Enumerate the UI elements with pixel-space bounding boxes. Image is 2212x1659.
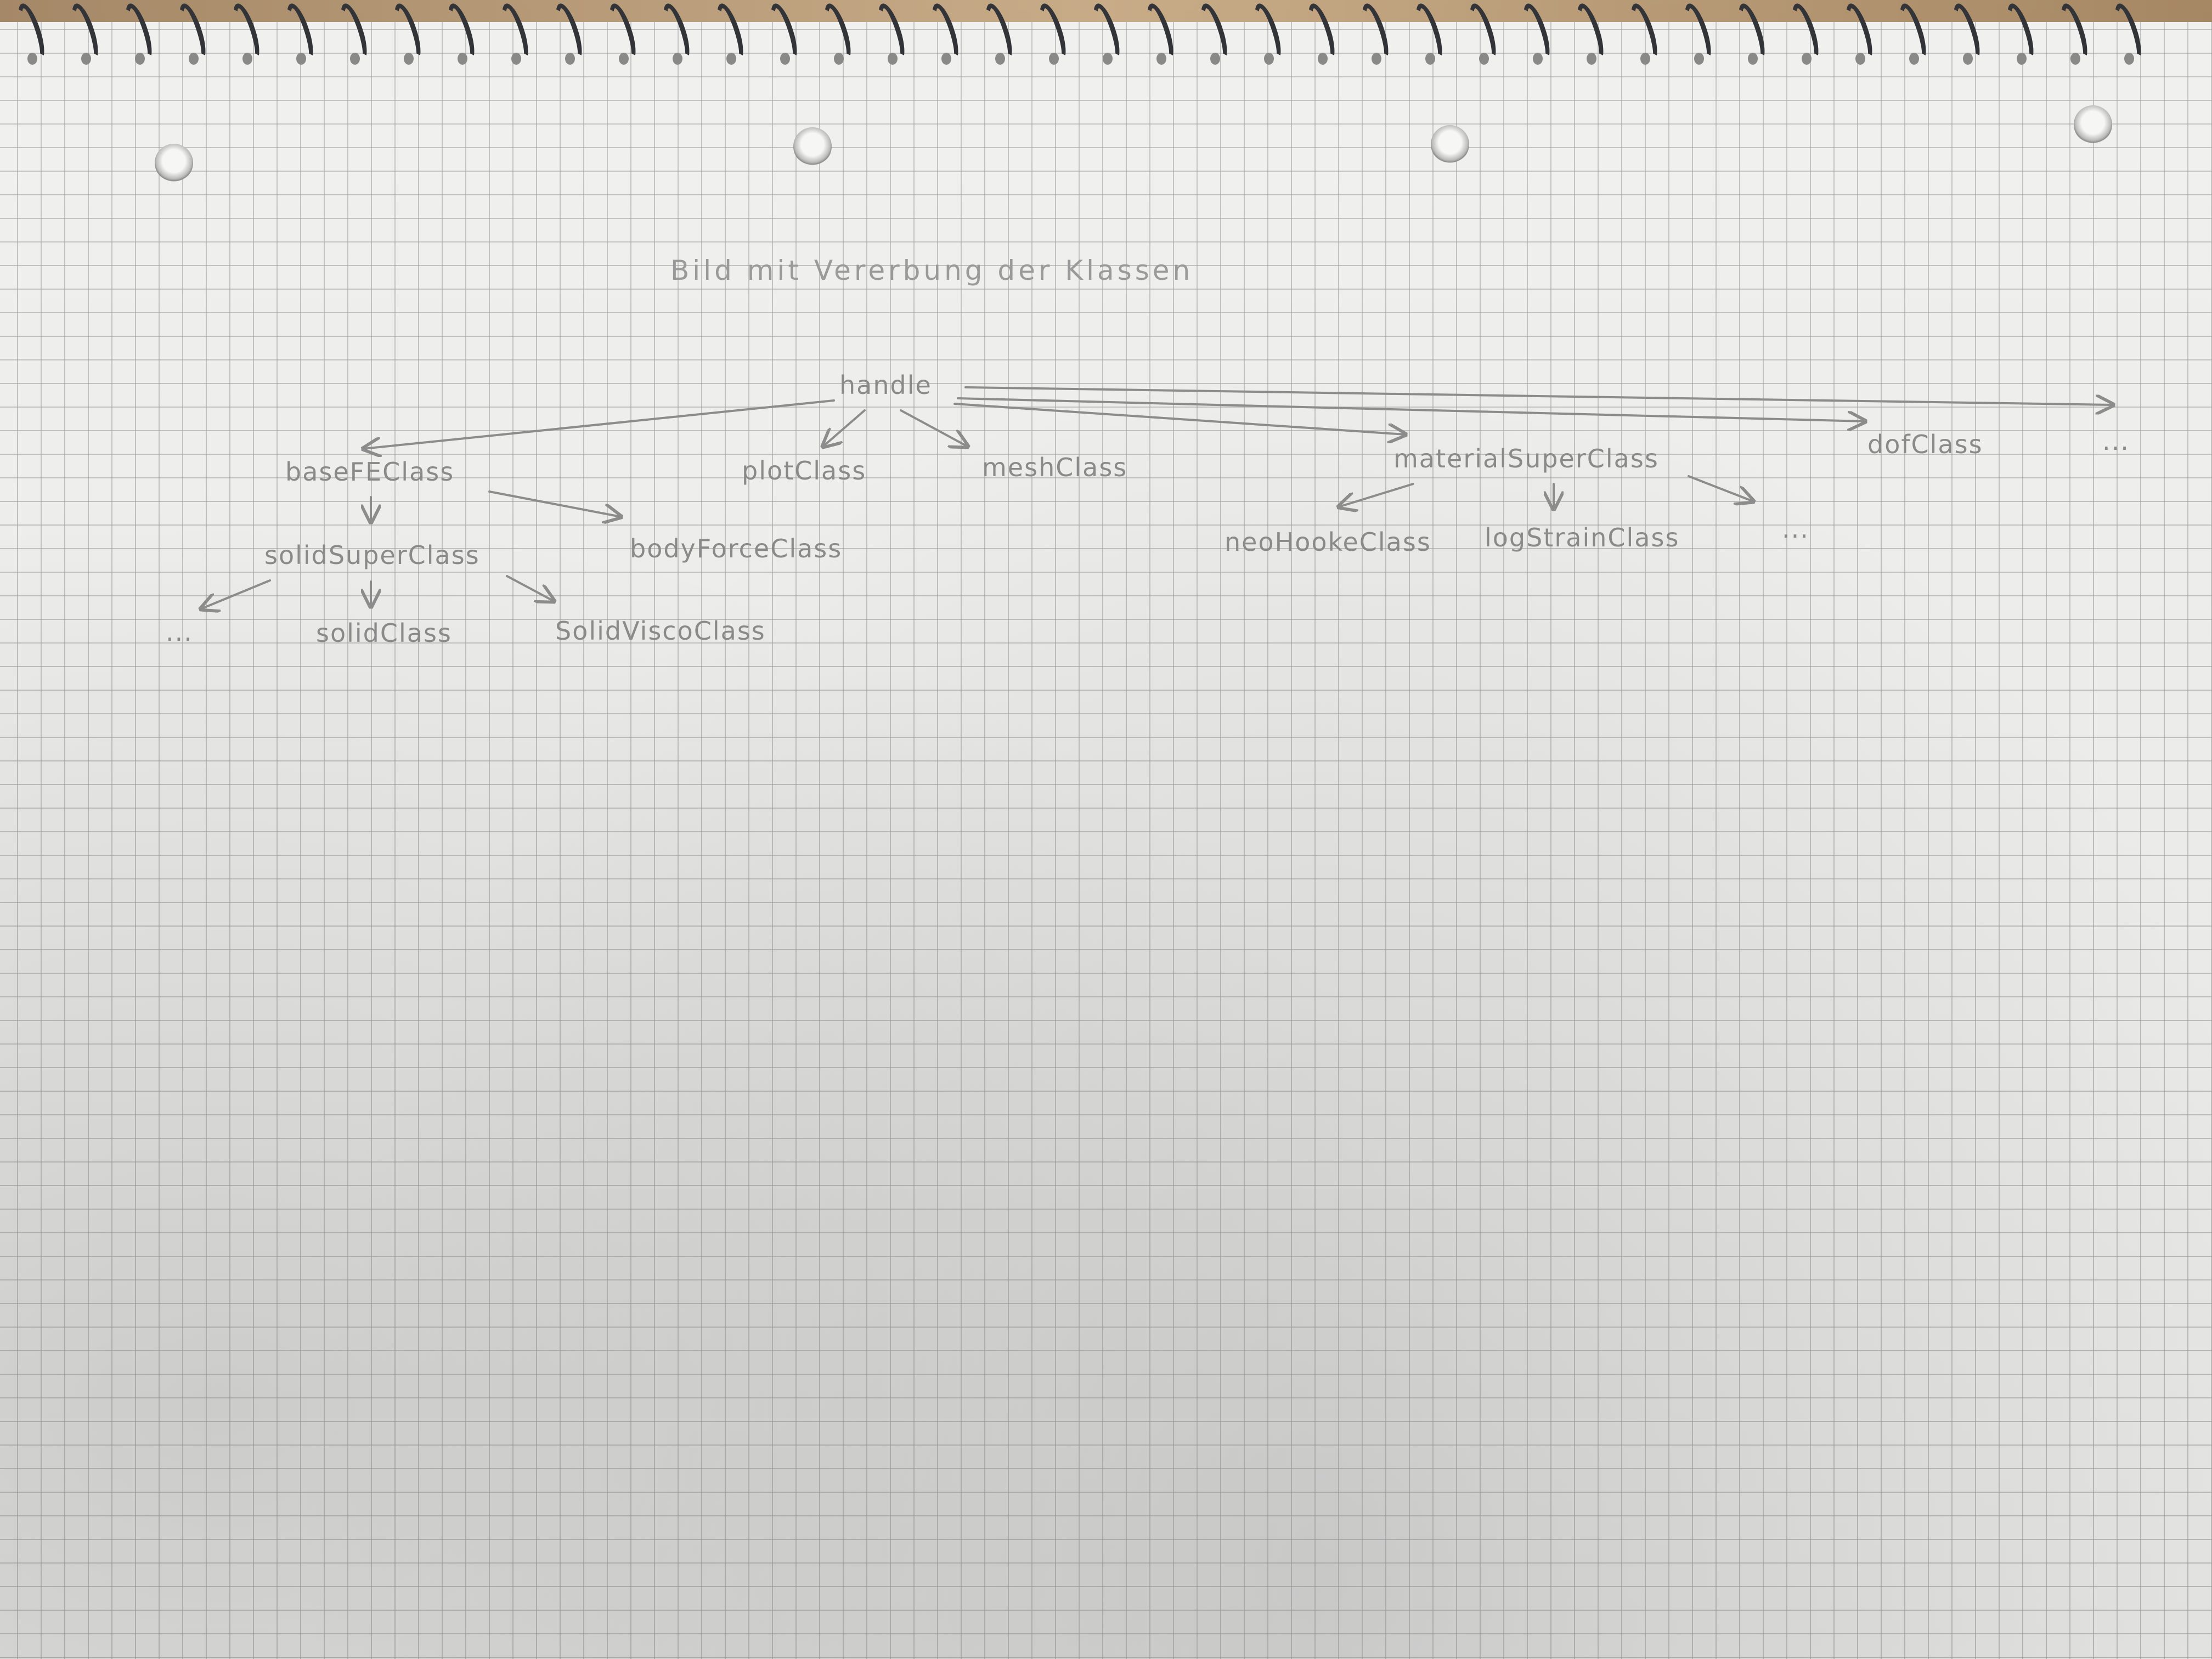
binding-hole	[1909, 53, 1919, 65]
binding-hole	[1210, 53, 1220, 65]
edge-solidSuperClass-to-more	[201, 579, 271, 609]
node-logStrainClass: logStrainClass	[1485, 523, 1679, 552]
binding-hole	[2017, 53, 2027, 65]
edge-solidSuperClass-to-solidViscoClass	[506, 575, 554, 601]
binding-hole	[242, 53, 252, 65]
binding-hole	[1802, 53, 1812, 65]
node-dofClass: dofClass	[1867, 430, 1983, 459]
edge-handle-to-meshClass	[900, 409, 968, 447]
binding-hole	[673, 53, 682, 65]
node-handle: handle	[839, 370, 932, 400]
binding-hole	[1694, 53, 1704, 65]
binding-hole	[2070, 53, 2080, 65]
binding-hole	[458, 53, 467, 65]
node-solid-more: ...	[166, 617, 193, 647]
edge-handle-to-more	[964, 386, 2113, 405]
binding-hole	[135, 53, 145, 65]
node-plotClass: plotClass	[742, 456, 866, 486]
edge-handle-to-dofClass	[957, 397, 1865, 421]
binding-hole	[1855, 53, 1865, 65]
node-handle-more: ...	[2102, 426, 2130, 456]
binding-hole	[1533, 53, 1543, 65]
binding-hole	[1640, 53, 1650, 65]
edge-handle-to-plotClass	[823, 409, 866, 447]
binding-hole	[888, 53, 898, 65]
node-materialSuperClass: materialSuperClass	[1393, 444, 1659, 473]
binding-hole	[995, 53, 1005, 65]
edge-materialSuperClass-to-neoHookeClass	[1339, 483, 1414, 507]
punch-hole-left	[155, 144, 193, 182]
edge-handle-to-materialSuperClass	[953, 403, 1406, 435]
node-neoHookeClass: neoHookeClass	[1224, 527, 1431, 557]
node-bodyForceClass: bodyForceClass	[630, 534, 842, 563]
node-solidViscoClass: SolidViscoClass	[555, 616, 766, 646]
binding-hole	[726, 53, 736, 65]
binding-hole	[1049, 53, 1059, 65]
binding-hole	[941, 53, 951, 65]
binding-hole	[1425, 53, 1435, 65]
binding-hole	[1156, 53, 1166, 65]
binding-hole	[511, 53, 521, 65]
binding-hole	[350, 53, 360, 65]
edge-baseFEClass-to-bodyForceClass	[488, 490, 621, 517]
node-meshClass: meshClass	[982, 453, 1127, 482]
punch-hole-middle	[793, 127, 832, 166]
binding-hole	[296, 53, 306, 65]
binding-hole	[189, 53, 199, 65]
node-solidSuperClass: solidSuperClass	[264, 540, 480, 570]
edge-materialSuperClass-to-more	[1688, 475, 1753, 501]
binding-hole	[565, 53, 575, 65]
binding-hole	[619, 53, 629, 65]
binding-hole	[1318, 53, 1328, 65]
binding-hole	[27, 53, 37, 65]
wooden-table-edge	[0, 0, 2212, 22]
edge-handle-to-baseFEClass	[363, 399, 835, 449]
punch-hole-far-right	[2074, 105, 2112, 144]
node-baseFEClass: baseFEClass	[285, 457, 454, 487]
node-solidClass: solidClass	[316, 618, 452, 648]
binding-hole	[1372, 53, 1381, 65]
binding-hole	[1748, 53, 1758, 65]
binding-hole	[1587, 53, 1596, 65]
binding-hole	[2124, 53, 2134, 65]
binding-hole	[81, 53, 91, 65]
binding-hole	[780, 53, 790, 65]
node-material-more: ...	[1782, 514, 1809, 544]
binding-hole	[834, 53, 844, 65]
binding-hole	[1963, 53, 1973, 65]
binding-hole	[404, 53, 414, 65]
punch-hole-right	[1431, 125, 1469, 163]
binding-hole	[1479, 53, 1489, 65]
binding-hole	[1103, 53, 1113, 65]
binding-hole	[1264, 53, 1274, 65]
diagram-title: Bild mit Vererbung der Klassen	[670, 255, 1193, 286]
